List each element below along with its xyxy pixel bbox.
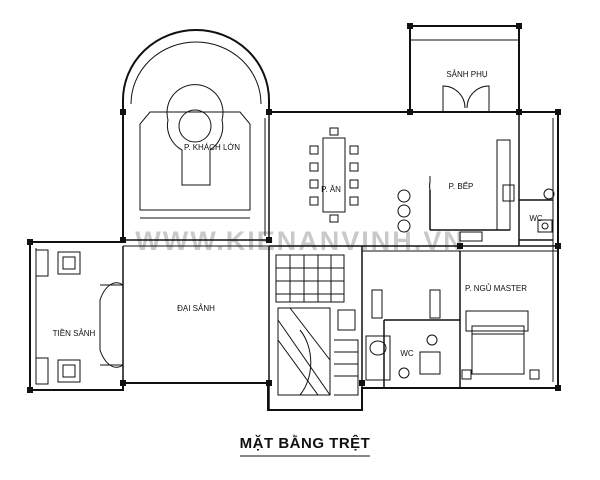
living-room-furniture [139,84,251,219]
wc-1-fixtures [459,184,555,242]
master-bedroom-furniture [371,289,540,380]
room-label-dai-sanh: ĐẠI SẢNH [177,304,215,313]
staircase [275,254,359,396]
room-label-wc-2: WC [400,349,414,358]
plan-title: MẶT BẰNG TRỆT [240,434,371,452]
entrance-features [35,249,124,385]
room-label-wc-1: WC [529,214,543,223]
room-label-tien-sanh: TIỀN SẢNH [53,328,96,338]
interior-walls [122,112,558,410]
room-label-bep: P. BẾP [449,181,474,191]
room-label-khach-lon: P. KHÁCH LỚN [184,143,240,152]
dining-table [309,127,359,223]
wc-2-fixtures [365,334,441,381]
outer-walls [29,25,559,411]
room-label-an: P. ĂN [321,185,341,194]
room-label-ngu-master: P. NGỦ MASTER [465,284,527,293]
columns [27,23,561,393]
back-entry-door [442,85,490,112]
room-label-sanh-phu: SẢNH PHỤ [446,70,488,79]
bar-stools [397,189,411,233]
